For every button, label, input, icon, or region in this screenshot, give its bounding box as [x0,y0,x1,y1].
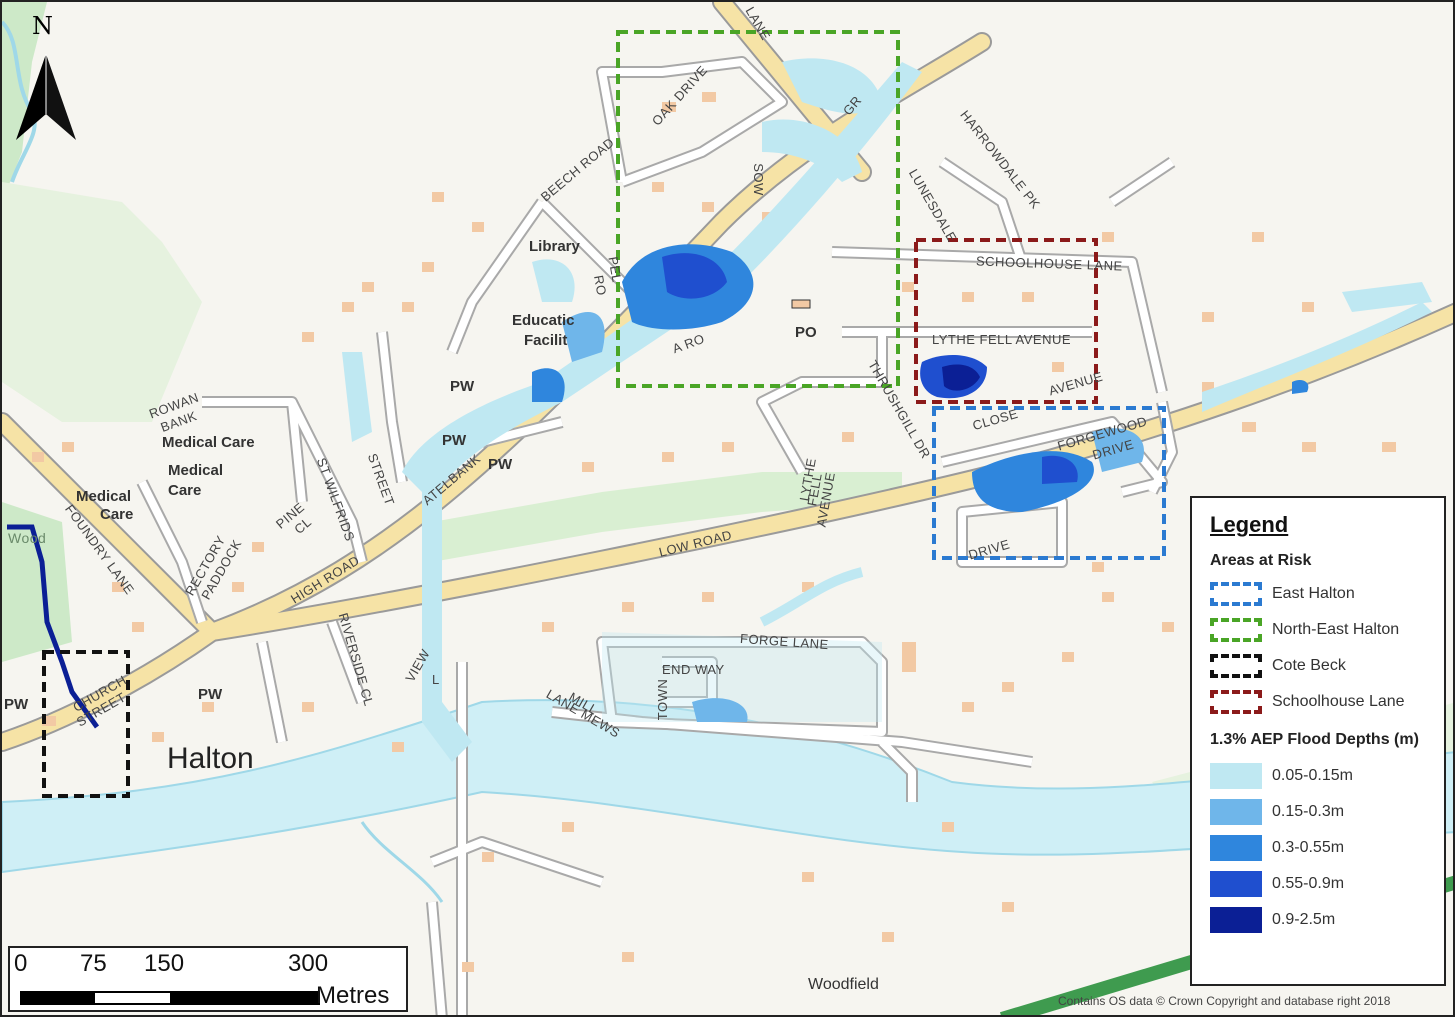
label-medical-care-3b: Care [100,506,134,523]
dashed-box-icon [1210,582,1262,606]
green-area-west [2,182,202,422]
scale-tick-150: 150 [144,950,185,977]
green-area-west2 [2,502,72,662]
label-end-way: END WAY [662,662,725,677]
label-library: Library [529,238,580,255]
minor-roads [138,58,1176,1015]
label-pw-2: PW [442,432,467,449]
legend: Legend Areas at Risk East Halton North-E… [1190,496,1446,986]
legend-area-cote-beck: Cote Beck [1210,648,1426,684]
label-medical-care-3: Medical [76,488,132,505]
area-cote-beck[interactable] [42,650,130,798]
depth-swatch [1210,871,1262,897]
label-pw-5: PW [4,696,29,713]
label-pw-1: PW [450,378,475,395]
area-east-halton[interactable] [932,406,1166,560]
copyright-notice: Contains OS data © Crown Copyright and d… [1058,994,1391,1008]
legend-title: Legend [1210,512,1289,537]
stream-south [360,821,444,903]
flood-extent-extreme [942,364,980,391]
legend-depth-heading: 1.3% AEP Flood Depths (m) [1210,731,1419,748]
label-lythe-fell-avenue: LYTHE FELL AVENUE [932,332,1072,347]
dashed-box-icon [1210,690,1262,714]
cote-beck-channel [7,524,100,729]
flood-extent-deep [532,244,1309,512]
area-north-east-halton[interactable] [616,30,900,388]
label-wood: Wood [8,530,47,546]
legend-areas-heading: Areas at Risk [1210,552,1312,569]
legend-depth-5: 0.9-2.5m [1210,902,1426,938]
scale-tick-0: 0 [14,950,28,977]
river [2,699,1453,874]
scale-unit: Metres [316,982,390,1009]
label-woodfield: Woodfield [808,976,879,993]
legend-depth-3: 0.3-0.55m [1210,830,1426,866]
post-office-building [791,299,811,309]
label-halton: Halton [167,742,254,775]
label-facility: Facilit [524,332,568,349]
label-pw-4: PW [198,686,223,703]
label-l: L [432,672,440,687]
scale-bar: 0 75 150 300 Metres [8,946,408,1012]
legend-area-schoolhouse-lane: Schoolhouse Lane [1210,684,1426,720]
north-arrow-icon [16,54,76,140]
label-po: PO [795,324,817,341]
label-sow: SOW [750,163,766,196]
legend-depth-4: 0.55-0.9m [1210,866,1426,902]
dashed-box-icon [1210,618,1262,642]
legend-depth-2: 0.15-0.3m [1210,794,1426,830]
depth-swatch [1210,907,1262,933]
legend-area-north-east-halton: North-East Halton [1210,612,1426,648]
area-schoolhouse-lane[interactable] [914,238,1098,404]
green-strip-low-road [432,472,902,562]
dashed-box-icon [1210,654,1262,678]
scale-bar-graphic [20,991,320,1005]
label-town: TOWN [655,678,671,721]
label-pw-3: PW [488,456,513,473]
depth-swatch [1210,799,1262,825]
depth-swatch [1210,835,1262,861]
flood-extent-medium [562,312,1144,722]
label-medical-care-2: Medical [168,462,224,479]
label-medical-care-1: Medical Care [162,434,255,451]
depth-swatch [1210,763,1262,789]
legend-depth-1: 0.05-0.15m [1210,758,1426,794]
scale-tick-300: 300 [288,950,329,977]
label-educational: Educatic [512,312,575,329]
scale-tick-75: 75 [80,950,107,977]
north-label: N [32,12,53,40]
label-medical-care-2b: Care [168,482,202,499]
legend-area-east-halton: East Halton [1210,576,1426,612]
